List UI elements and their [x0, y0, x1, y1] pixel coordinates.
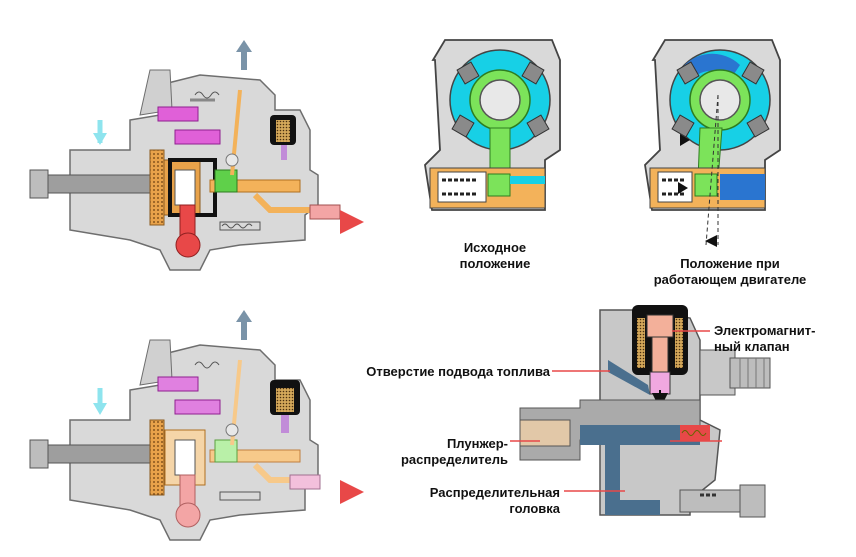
label-plunger-distributor: Плунжер- распределитель [400, 436, 508, 467]
label-solenoid-valve: Электромагнит- ный клапан [714, 323, 816, 354]
pump-diagram-top [29, 40, 364, 271]
label-distributor-head: Распределительная головка [429, 485, 560, 516]
timing-device-initial [424, 39, 561, 211]
distributor-head-detail [519, 305, 771, 518]
label-fuel-inlet: Отверстие подвода топлива [366, 364, 550, 379]
pump-diagram-bottom [29, 310, 364, 541]
timing-device-running [644, 39, 781, 247]
drive-shaft [39, 174, 161, 194]
label-engine-running-position: Положение при работающем двигателе [653, 256, 807, 287]
label-initial-position: Исходное положение [459, 240, 531, 271]
